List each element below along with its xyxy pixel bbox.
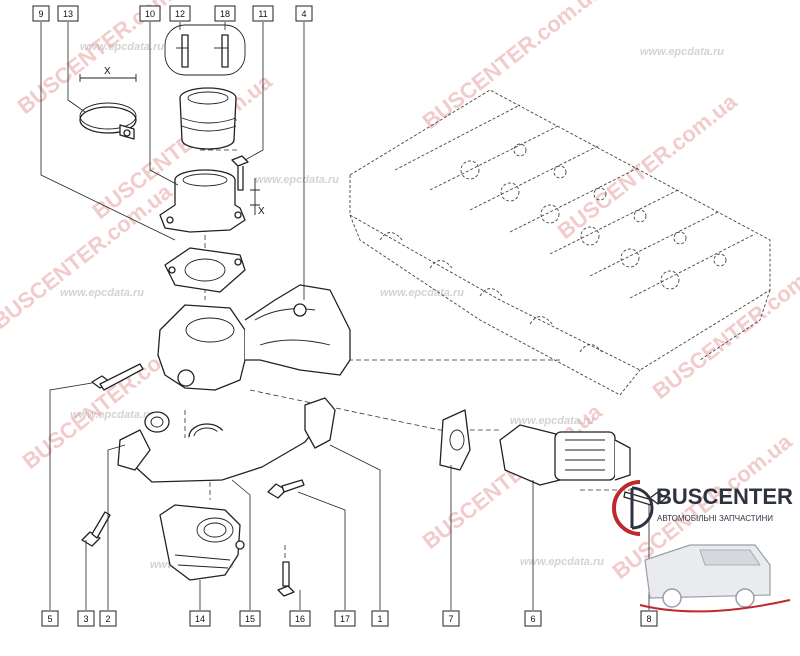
- svg-text:8: 8: [646, 614, 651, 624]
- svg-text:16: 16: [295, 614, 305, 624]
- watermark-site: www.epcdata.ru: [255, 174, 339, 186]
- svg-text:17: 17: [340, 614, 350, 624]
- leader-lines: [40, 22, 650, 610]
- watermark-site: www.epcdata.ru: [70, 409, 154, 421]
- watermark-site: www.epcdata.ru: [640, 46, 724, 58]
- bolt-17: [267, 479, 305, 499]
- callout-1: 1: [371, 610, 389, 627]
- logo-brand-name: BUSCENTER: [656, 484, 793, 509]
- callout-8: 8: [640, 610, 658, 627]
- svg-text:5: 5: [47, 614, 52, 624]
- svg-text:6: 6: [530, 614, 535, 624]
- callout-10: 10: [139, 5, 161, 22]
- hose-clamp: X: [79, 66, 137, 140]
- watermark-domain: BUSCENTER.com.ua: [553, 88, 742, 244]
- callout-14: 14: [189, 610, 211, 627]
- buscenter-logo: BUSCENTER АВТОМОБІЛЬНІ ЗАПЧАСТИНИ: [612, 480, 793, 536]
- svg-text:11: 11: [258, 9, 267, 19]
- svg-text:13: 13: [63, 9, 73, 19]
- callout-9: 9: [32, 5, 50, 22]
- callout-11: 11: [252, 5, 274, 22]
- callout-3: 3: [77, 610, 95, 627]
- svg-text:15: 15: [245, 614, 255, 624]
- egr-gasket: [439, 409, 471, 471]
- bolt-5: [91, 363, 144, 391]
- bolt-16: [277, 561, 295, 597]
- throttle-valve: [159, 504, 245, 581]
- callout-15: 15: [239, 610, 261, 627]
- dimension-x-label: X: [258, 206, 265, 217]
- svg-text:2: 2: [105, 614, 110, 624]
- throttle-flange: [159, 169, 246, 233]
- svg-text:1: 1: [377, 614, 382, 624]
- callout-4: 4: [295, 5, 313, 22]
- callout-18: 18: [214, 5, 236, 22]
- callout-5: 5: [41, 610, 59, 627]
- watermark-site: www.epcdata.ru: [80, 41, 164, 53]
- dimension-x-label: X: [104, 66, 111, 77]
- logo-tagline: АВТОМОБІЛЬНІ ЗАПЧАСТИНИ: [657, 514, 773, 523]
- sleeve-detail-views: [164, 24, 246, 76]
- intake-housing: [157, 284, 351, 391]
- svg-text:10: 10: [145, 9, 155, 19]
- callout-12: 12: [169, 5, 191, 22]
- callout-17: 17: [334, 610, 356, 627]
- svg-text:9: 9: [38, 9, 43, 19]
- callout-7: 7: [442, 610, 460, 627]
- intake-connector-pipe: [179, 87, 237, 150]
- watermark-site: www.epcdata.ru: [520, 556, 604, 568]
- gasket-9: [164, 247, 246, 293]
- svg-text:3: 3: [83, 614, 88, 624]
- van-icon: [639, 544, 791, 613]
- svg-text:7: 7: [448, 614, 453, 624]
- callout-2: 2: [99, 610, 117, 627]
- bolt-11: X: [231, 155, 265, 217]
- watermark-domain: BUSCENTER.com.ua: [648, 248, 800, 404]
- egr-pipe: [117, 397, 336, 483]
- watermark-site: www.epcdata.ru: [510, 415, 594, 427]
- callout-16: 16: [289, 610, 311, 627]
- egr-valve: [499, 424, 631, 486]
- svg-text:12: 12: [175, 9, 185, 19]
- watermark-domain: BUSCENTER.com.ua: [418, 0, 607, 134]
- svg-text:18: 18: [220, 9, 230, 19]
- watermark-domain: BUSCENTER.com.ua: [0, 178, 177, 334]
- callout-6: 6: [524, 610, 542, 627]
- cylinder-head-outline: [349, 89, 771, 396]
- svg-text:4: 4: [301, 9, 306, 19]
- bolt-3: [81, 511, 111, 547]
- seal-ring: [144, 411, 170, 433]
- watermark-site: www.epcdata.ru: [380, 287, 464, 299]
- callout-13: 13: [57, 5, 79, 22]
- svg-text:14: 14: [195, 614, 205, 624]
- watermark-site: www.epcdata.ru: [60, 287, 144, 299]
